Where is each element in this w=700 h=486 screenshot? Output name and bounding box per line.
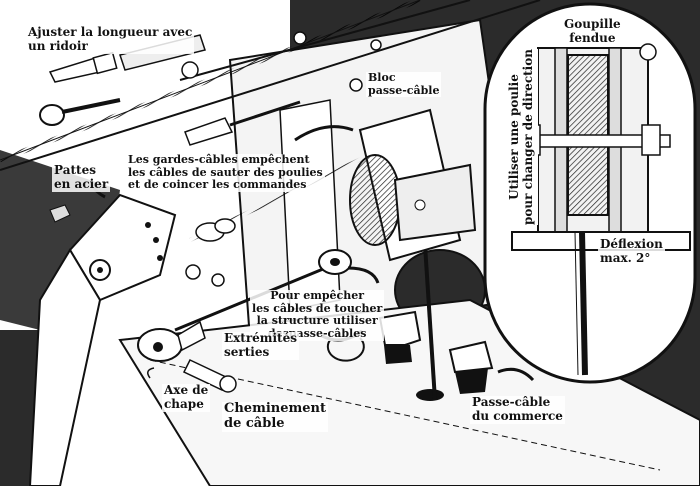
- pulley-block: [349, 108, 477, 262]
- steel-tab: [28, 193, 177, 486]
- cable-routing-label: Cheminement de câble: [222, 401, 328, 432]
- commercial-grommet-label: Passe-câble du commerce: [470, 395, 565, 424]
- cotter-pin-label: Goupille fendue: [562, 17, 623, 46]
- pulley-direction-label: Utiliser une poulie pour changer de dire…: [507, 49, 538, 225]
- cable-guards-label: Les gardes-câbles empêchent les câbles d…: [126, 153, 325, 192]
- steel-tabs-label: Pattes en acier: [52, 163, 111, 192]
- adjust-length-label: Ajuster la longueur avec un ridoir: [26, 25, 195, 54]
- clevis-pin-label: Axe de chape: [162, 383, 211, 412]
- cable-end-fittings: [137, 218, 352, 393]
- crimped-ends-label: Extrémités serties: [222, 331, 299, 360]
- cable-block-label: Bloc passe-câble: [366, 71, 442, 98]
- max-deflection-label: Déflexion max. 2°: [598, 237, 665, 266]
- grommet-parts: [326, 310, 494, 394]
